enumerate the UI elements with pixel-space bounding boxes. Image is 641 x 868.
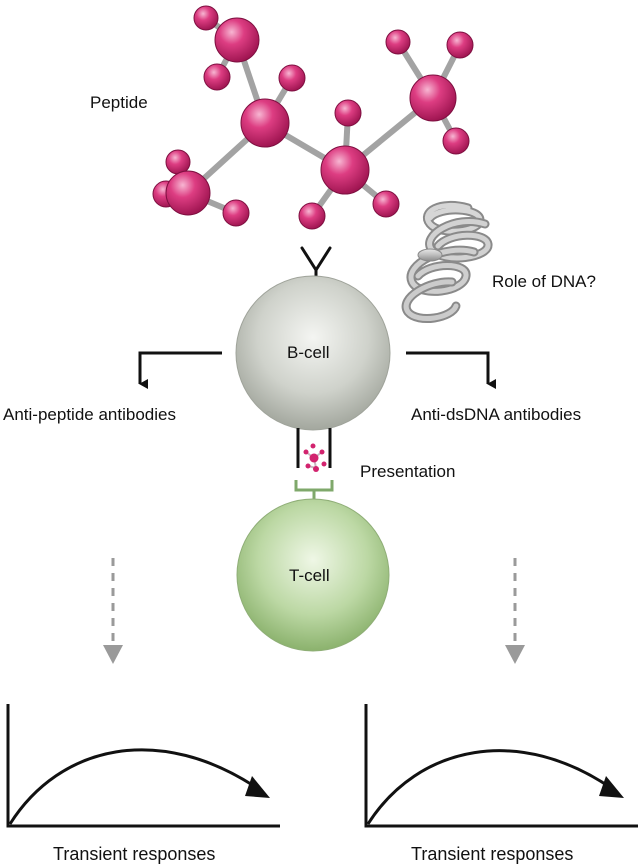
- response-plot-left: [6, 704, 280, 828]
- arrow-to-anti-dsdna: [406, 351, 496, 389]
- dashed-arrow-left: [103, 558, 123, 664]
- anti-peptide-antibodies-label: Anti-peptide antibodies: [3, 405, 176, 424]
- t-cell-label: T-cell: [289, 566, 330, 585]
- tcr-receptor-icon: [294, 480, 334, 500]
- arrow-to-anti-peptide: [138, 351, 222, 389]
- b-cell-circle: [235, 275, 391, 431]
- dashed-arrow-right: [505, 558, 525, 664]
- anti-dsdna-antibodies-label: Anti-dsDNA antibodies: [411, 405, 582, 424]
- peptide-molecule-icon: [152, 5, 474, 230]
- role-of-dna-label: Role of DNA?: [492, 272, 596, 291]
- b-cell-label: B-cell: [287, 343, 330, 362]
- dna-helix-icon: [401, 200, 493, 324]
- presentation-label: Presentation: [360, 462, 456, 481]
- t-cell-circle: [236, 498, 390, 652]
- transient-responses-label-left: Transient responses: [53, 844, 216, 864]
- transient-responses-label-right: Transient responses: [411, 844, 574, 864]
- response-plot-right: [364, 704, 638, 828]
- mhc-presentation-icon: [296, 428, 332, 472]
- peptide-label: Peptide: [90, 93, 148, 112]
